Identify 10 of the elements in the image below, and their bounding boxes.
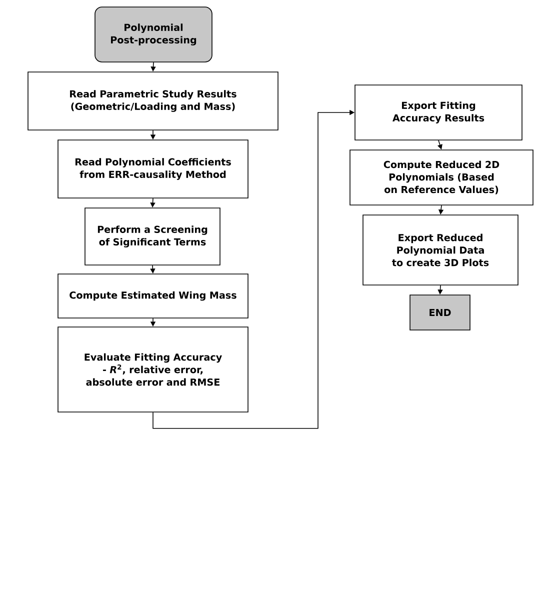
process-box: Evaluate Fitting Accuracy - R$^{2}$, relative error, absolute error and RMSE xyxy=(58,326,248,412)
process-box: Compute Reduced 2D Polynomials (Based on Reference Values) xyxy=(350,150,534,206)
start-box: Polynomial Post-processing xyxy=(94,6,212,62)
process-box: Export Fitting Accuracy Results xyxy=(354,84,522,140)
end-box: END xyxy=(410,294,470,330)
process-box: Read Polynomial Coefficients from ERR-causality Method xyxy=(58,140,248,198)
process-box: Compute Estimated Wing Mass xyxy=(58,274,248,318)
process-box: Read Parametric Study Results (Geometric/Loading and Mass) xyxy=(28,72,278,130)
process-box: Export Reduced Polynomial Data to create 3D Plots xyxy=(362,214,518,286)
process-box: Perform a Screening of Significant Terms xyxy=(84,208,220,266)
